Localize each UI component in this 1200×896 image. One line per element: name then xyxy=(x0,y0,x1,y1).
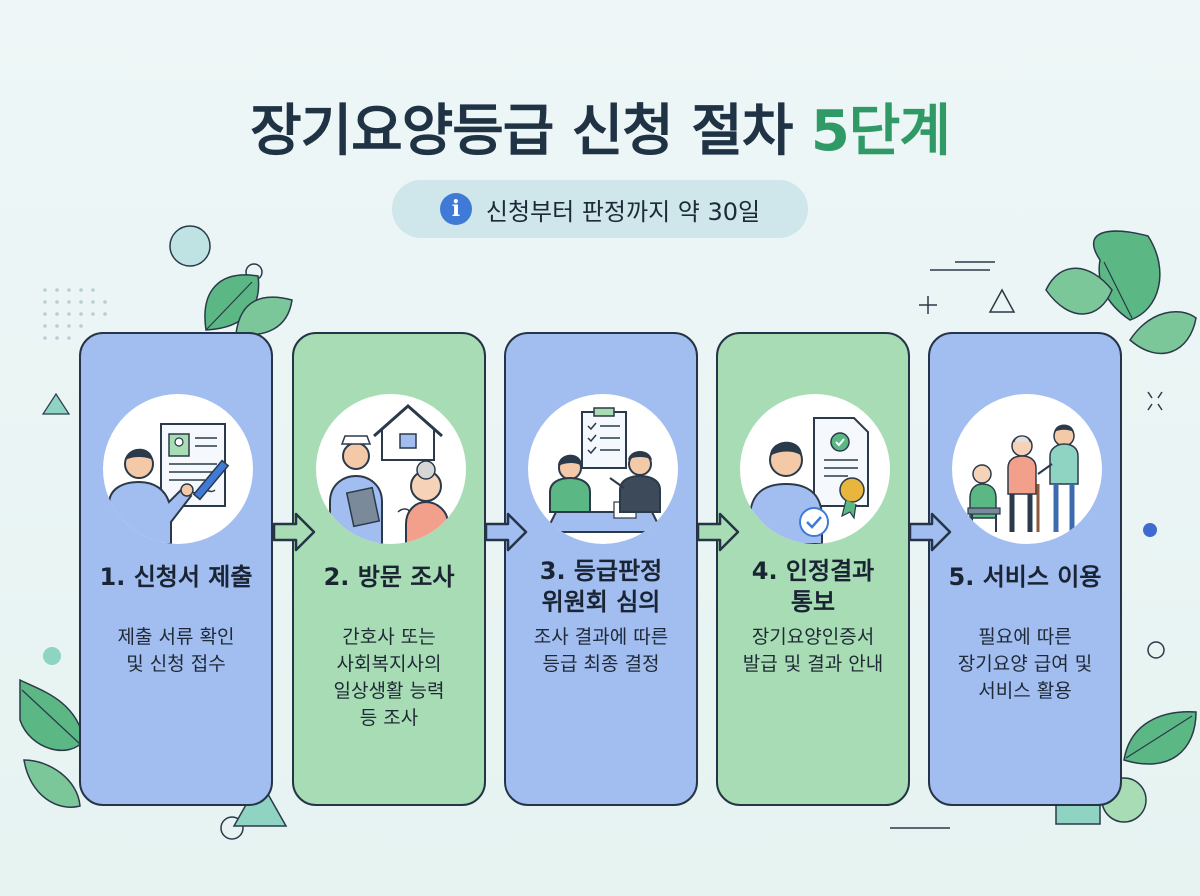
desc-line: 제출 서류 확인 xyxy=(117,626,235,648)
title-accent: 5단계 xyxy=(810,99,951,164)
home-visit-icon xyxy=(329,403,449,544)
desc-line: 장기요양 급여 및 xyxy=(957,653,1093,675)
desc-line: 필요에 따른 xyxy=(978,626,1072,648)
step-description: 제출 서류 확인 및 신청 접수 xyxy=(87,624,265,678)
step-description: 조사 결과에 따른 등급 최종 결정 xyxy=(512,624,690,678)
arrow-right-icon xyxy=(696,512,740,552)
desc-line: 사회복지사의 xyxy=(336,653,442,675)
info-text: 신청부터 판정까지 약 30일 xyxy=(485,197,761,226)
step-card-2: 2. 방문 조사 간호사 또는 사회복지사의 일상생활 능력 등 조사 xyxy=(292,332,486,806)
arrow-right-icon xyxy=(272,512,316,552)
step-illustration xyxy=(528,394,678,544)
circle-decoration xyxy=(169,225,211,267)
step-title: 2. 방문 조사 xyxy=(323,563,455,591)
desc-line: 장기요양인증서 xyxy=(751,626,875,648)
leaf-decoration xyxy=(204,274,293,336)
desc-line: 및 신청 접수 xyxy=(126,653,226,675)
care-service-icon xyxy=(967,424,1079,532)
step-illustration xyxy=(740,394,890,544)
info-banner: i 신청부터 판정까지 약 30일 xyxy=(392,180,808,238)
arrow-right-icon xyxy=(484,512,528,552)
step-illustration xyxy=(316,394,466,544)
step-description: 장기요양인증서 발급 및 결과 안내 xyxy=(724,624,902,678)
page-title: 장기요양등급 신청 절차 5단계 xyxy=(250,99,951,164)
step-description: 필요에 따른 장기요양 급여 및 서비스 활용 xyxy=(936,624,1114,705)
step-title: 5. 서비스 이용 xyxy=(948,563,1102,591)
desc-line: 일상생활 능력 xyxy=(333,680,445,702)
desc-line: 등 조사 xyxy=(359,707,419,729)
desc-line: 등급 최종 결정 xyxy=(542,653,660,675)
arrow-right-icon xyxy=(908,512,952,552)
desc-line: 서비스 활용 xyxy=(978,680,1072,702)
dot-pattern-decoration xyxy=(43,288,107,340)
triangle-decoration xyxy=(41,392,71,415)
step-illustration xyxy=(952,394,1102,544)
step-card-5: 5. 서비스 이용 필요에 따른 장기요양 급여 및 서비스 활용 xyxy=(928,332,1122,806)
certificate-icon xyxy=(749,417,869,544)
application-form-icon xyxy=(108,423,230,544)
desc-line: 조사 결과에 따른 xyxy=(533,626,669,648)
step-card-1: 1. 신청서 제출 제출 서류 확인 및 신청 접수 xyxy=(79,332,273,806)
step-description: 간호사 또는 사회복지사의 일상생활 능력 등 조사 xyxy=(300,624,478,732)
desc-line: 간호사 또는 xyxy=(342,626,436,648)
step-illustration xyxy=(103,394,253,544)
committee-review-icon xyxy=(544,407,664,533)
step-title: 1. 신청서 제출 xyxy=(99,563,253,591)
desc-line: 발급 및 결과 안내 xyxy=(742,653,884,675)
info-icon: i xyxy=(439,193,472,225)
